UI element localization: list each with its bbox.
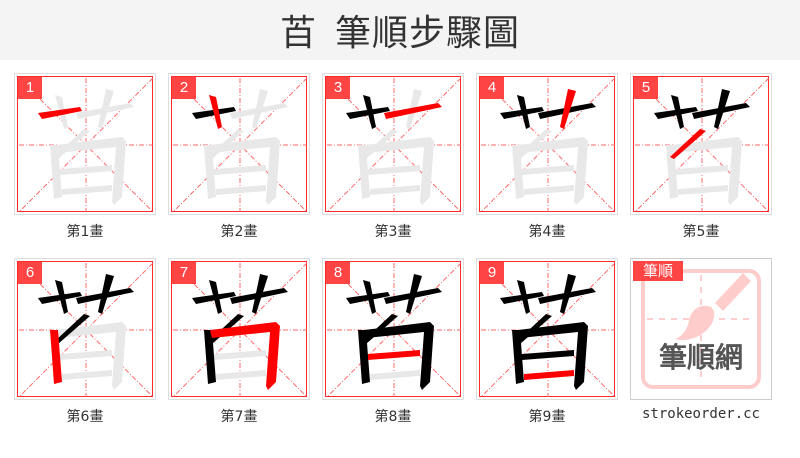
- step-number: 9: [480, 262, 504, 284]
- step-label: 第5畫: [682, 224, 720, 240]
- step-number: 4: [480, 77, 504, 99]
- page-title: 苩筆順步驟圖: [280, 4, 520, 56]
- step-label: 第4畫: [528, 224, 566, 240]
- title-character: 苩: [279, 13, 317, 54]
- step-number: 3: [326, 77, 350, 99]
- step-label: 第3畫: [374, 224, 412, 240]
- step-label: 第8畫: [374, 409, 412, 425]
- step-number: 1: [18, 77, 42, 99]
- site-url[interactable]: strokeorder.cc: [641, 406, 760, 422]
- step-number: 5: [634, 77, 658, 99]
- step-cell-8: 8: [322, 258, 464, 400]
- step-label: 第7畫: [220, 409, 258, 425]
- step-cell-4: 4: [476, 73, 618, 215]
- step-number: 7: [172, 262, 196, 284]
- step-cell-6: 6: [14, 258, 156, 400]
- step-cell-3: 3: [322, 73, 464, 215]
- brush-icon: [715, 273, 751, 311]
- step-cell-9: 9: [476, 258, 618, 400]
- step-number: 8: [326, 262, 350, 284]
- logo-tag: 筆順: [633, 261, 683, 281]
- step-label: 第9畫: [528, 409, 566, 425]
- logo-text: 筆順網: [659, 341, 743, 374]
- step-number: 2: [172, 77, 196, 99]
- step-label: 第6畫: [66, 409, 104, 425]
- site-logo[interactable]: 筆順網 筆順: [630, 258, 772, 400]
- page-header: 苩筆順步驟圖: [0, 0, 800, 60]
- title-text: 筆順步驟圖: [335, 13, 521, 54]
- step-number: 6: [18, 262, 42, 284]
- step-cell-1: 1: [14, 73, 156, 215]
- step-label: 第2畫: [220, 224, 258, 240]
- step-cell-7: 7: [168, 258, 310, 400]
- step-label: 第1畫: [66, 224, 104, 240]
- step-cell-2: 2: [168, 73, 310, 215]
- step-cell-5: 5: [630, 73, 772, 215]
